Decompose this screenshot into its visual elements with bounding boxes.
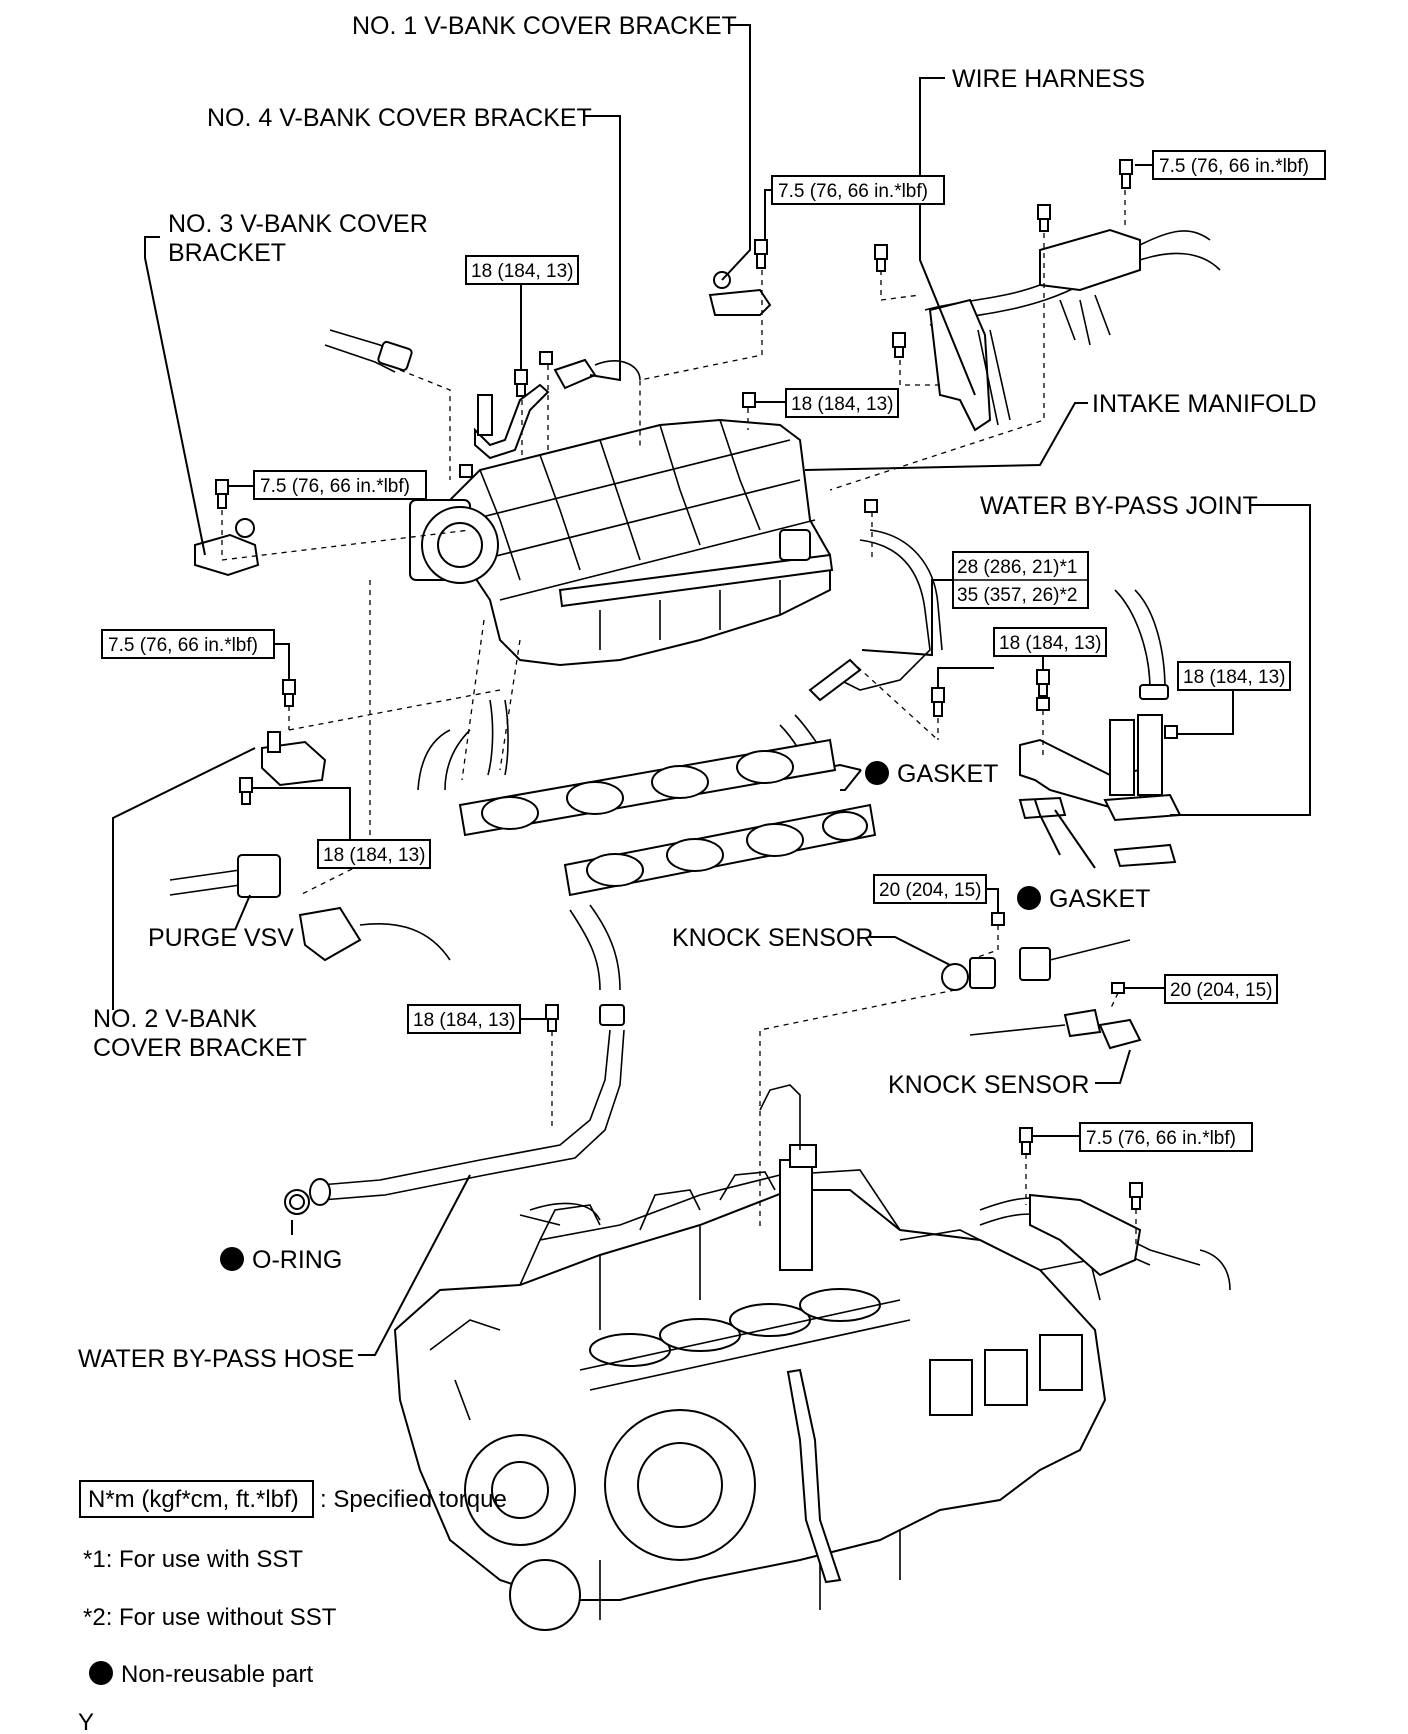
legend-note-2: *2: For use without SST [83, 1604, 337, 1631]
torque-28-sst: 28 (286, 21)*1 [957, 557, 1077, 578]
label-no1-v-bank-cover-bracket: NO. 1 V-BANK COVER BRACKET [352, 12, 737, 40]
nonreusable-marker-gasket-lower [1017, 886, 1041, 910]
assembly-guide-lines [221, 190, 1137, 1245]
torque-20-knock-upper: 20 (204, 15) [879, 880, 981, 901]
nonreusable-marker-gasket-upper [865, 761, 889, 785]
corner-mark: Y [78, 1709, 94, 1734]
torque-7-5-top-right: 7.5 (76, 66 in.*lbf) [1159, 156, 1309, 177]
torque-20-knock-lower: 20 (204, 15) [1170, 980, 1272, 1001]
part-labels: NO. 1 V-BANK COVER BRACKET NO. 4 V-BANK … [78, 12, 1317, 1373]
legend-torque-desc: : Specified torque [320, 1486, 507, 1513]
engine-block-illustration [393, 1084, 1107, 1631]
torque-18-purge-vsv: 18 (184, 13) [323, 845, 425, 866]
nonreusable-marker-o-ring [220, 1247, 244, 1271]
leader-lines [112, 24, 1311, 1356]
label-o-ring: O-RING [252, 1246, 342, 1274]
label-water-bypass-hose: WATER BY-PASS HOSE [78, 1345, 354, 1373]
torque-7-5-lower-right: 7.5 (76, 66 in.*lbf) [1086, 1128, 1236, 1149]
label-gasket-upper: GASKET [897, 760, 998, 788]
legend-torque-box: N*m (kgf*cm, ft.*lbf) [88, 1486, 299, 1513]
torque-18-manifold: 18 (184, 13) [791, 394, 893, 415]
label-intake-manifold: INTAKE MANIFOLD [1092, 390, 1317, 418]
torque-7-5-no3-bracket: 7.5 (76, 66 in.*lbf) [260, 476, 410, 497]
torque-35-no-sst: 35 (357, 26)*2 [957, 585, 1077, 606]
torque-specs: 7.5 (76, 66 in.*lbf) 7.5 (76, 66 in.*lbf… [101, 150, 1326, 1152]
label-purge-vsv: PURGE VSV [148, 924, 294, 952]
label-knock-sensor-upper: KNOCK SENSOR [672, 924, 873, 952]
torque-18-bypass-left: 18 (184, 13) [999, 633, 1101, 654]
torque-7-5-no2-bracket: 7.5 (76, 66 in.*lbf) [108, 635, 258, 656]
torque-18-bypass-hose: 18 (184, 13) [413, 1010, 515, 1031]
hoses-and-small-parts [169, 159, 1231, 1291]
intake-manifold-illustration [409, 418, 834, 667]
legend-note-1: *1: For use with SST [83, 1546, 303, 1573]
label-water-bypass-joint: WATER BY-PASS JOINT [980, 492, 1258, 520]
legend: N*m (kgf*cm, ft.*lbf) : Specified torque… [78, 1480, 507, 1734]
label-knock-sensor-lower: KNOCK SENSOR [888, 1071, 1089, 1099]
label-no2-v-bank-line2: COVER BRACKET [93, 1034, 307, 1062]
torque-18-no4-bracket: 18 (184, 13) [471, 261, 573, 282]
label-no2-v-bank-line1: NO. 2 V-BANK [93, 1005, 257, 1033]
legend-nonreusable-marker [89, 1661, 113, 1685]
label-no3-v-bank-cover-line2: BRACKET [168, 239, 286, 267]
legend-nonreusable: Non-reusable part [121, 1661, 313, 1688]
torque-7-5-no1-bracket: 7.5 (76, 66 in.*lbf) [778, 181, 928, 202]
label-no4-v-bank-cover-bracket: NO. 4 V-BANK COVER BRACKET [207, 104, 592, 132]
label-no3-v-bank-cover-line1: NO. 3 V-BANK COVER [168, 210, 428, 238]
torque-18-bypass-right: 18 (184, 13) [1183, 667, 1285, 688]
label-wire-harness: WIRE HARNESS [952, 65, 1145, 93]
label-gasket-lower: GASKET [1049, 885, 1150, 913]
